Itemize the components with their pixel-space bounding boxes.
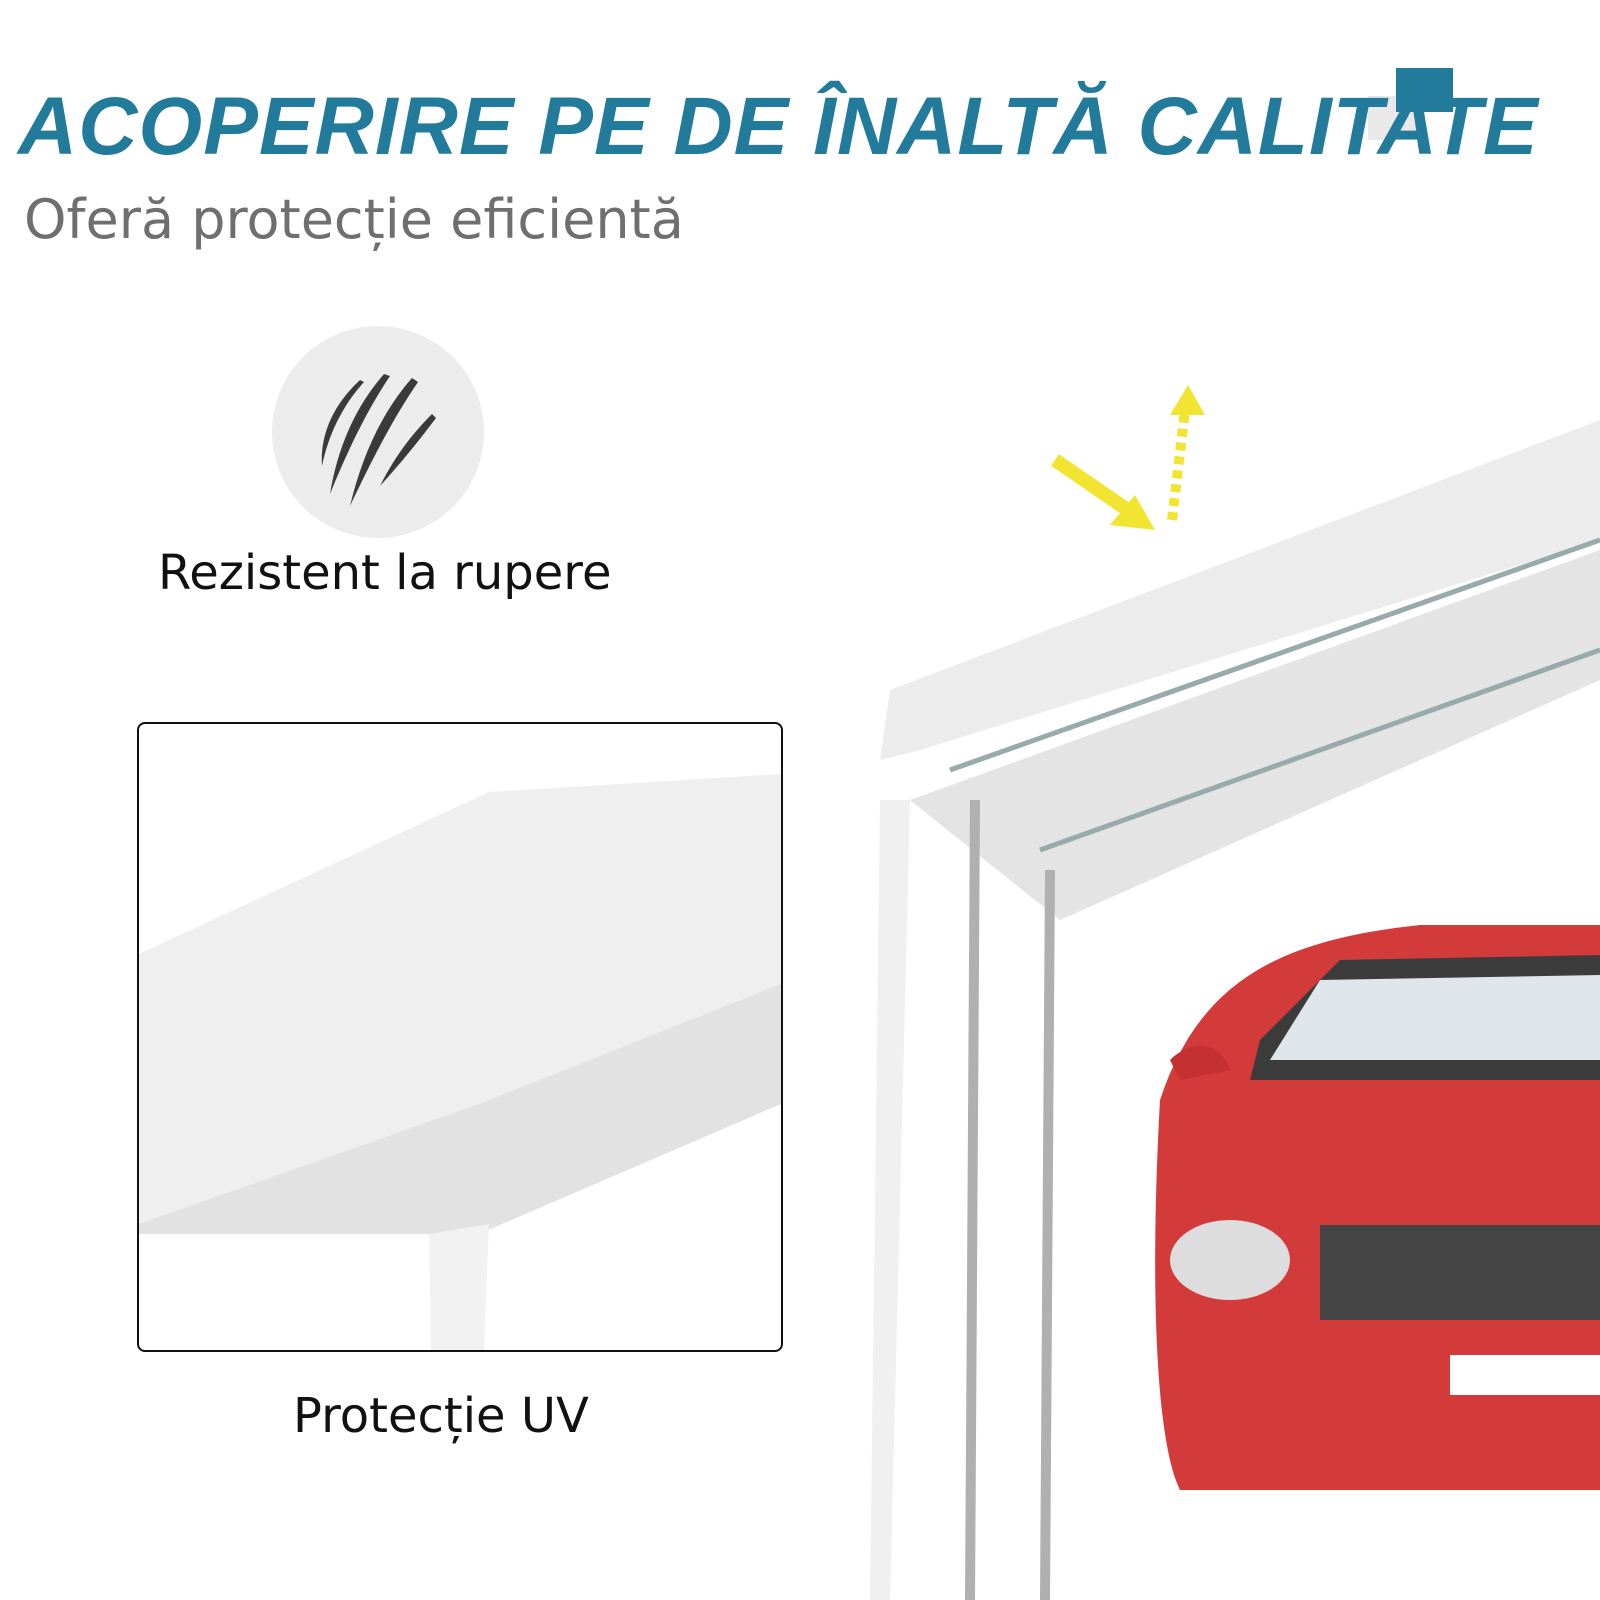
canopy-closeup-image bbox=[137, 722, 783, 1352]
feature-label-uv-protection: Protecție UV bbox=[293, 1388, 589, 1444]
sun-reflection-arrow-icon bbox=[1051, 385, 1205, 530]
claw-scratch-icon bbox=[272, 326, 484, 538]
decor-square-blue bbox=[1396, 68, 1453, 112]
red-car-image bbox=[1155, 925, 1600, 1490]
page-title: ACOPERIRE PE DE ÎNALTĂ CALITATE bbox=[18, 81, 1539, 172]
page-subtitle: Oferă protecție eficientă bbox=[24, 188, 684, 251]
carport-illustration bbox=[870, 385, 1600, 1600]
feature-label-tear-resistant: Rezistent la rupere bbox=[158, 545, 612, 601]
